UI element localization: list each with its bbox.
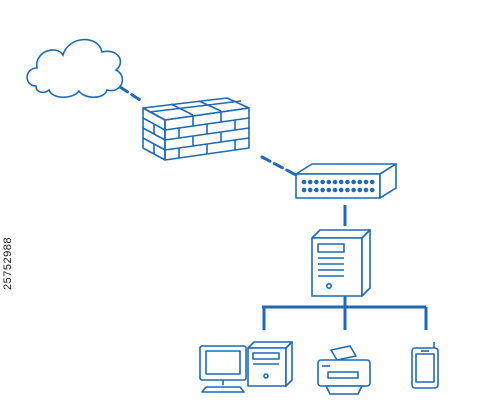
switch-ports <box>301 179 375 193</box>
switch-port <box>314 187 319 193</box>
stock-image-id: 25752988 <box>2 237 14 290</box>
switch-port <box>357 179 363 185</box>
switch-port <box>301 179 307 185</box>
tower-server-icon <box>311 229 371 297</box>
switch-port <box>314 179 319 185</box>
brick-wall-icon <box>142 97 250 161</box>
edge-server-devices-bus <box>262 296 428 330</box>
switch-port <box>351 179 356 185</box>
switch-port <box>326 179 332 185</box>
edge-firewall-switch <box>260 155 298 177</box>
switch-port <box>345 179 350 185</box>
switch-port <box>326 187 332 193</box>
switch-port <box>363 179 369 185</box>
switch-port <box>332 187 338 193</box>
desktop-computer-icon <box>199 341 293 393</box>
cloud-icon <box>26 38 124 99</box>
switch-port <box>320 179 325 185</box>
switch-port <box>345 187 350 193</box>
switch-port <box>301 187 307 193</box>
network-switch-icon <box>295 163 397 199</box>
switch-port <box>338 187 344 193</box>
switch-port <box>332 179 338 185</box>
switch-port <box>320 187 325 193</box>
switch-port <box>369 179 375 185</box>
mobile-phone-icon <box>411 342 439 389</box>
edge-cloud-firewall <box>118 85 142 102</box>
printer-icon <box>317 345 371 395</box>
switch-port <box>351 187 356 193</box>
switch-port <box>369 187 375 193</box>
switch-port <box>307 187 313 193</box>
switch-port <box>307 179 313 185</box>
switch-port <box>357 187 363 193</box>
switch-port <box>363 187 369 193</box>
switch-port <box>338 179 344 185</box>
